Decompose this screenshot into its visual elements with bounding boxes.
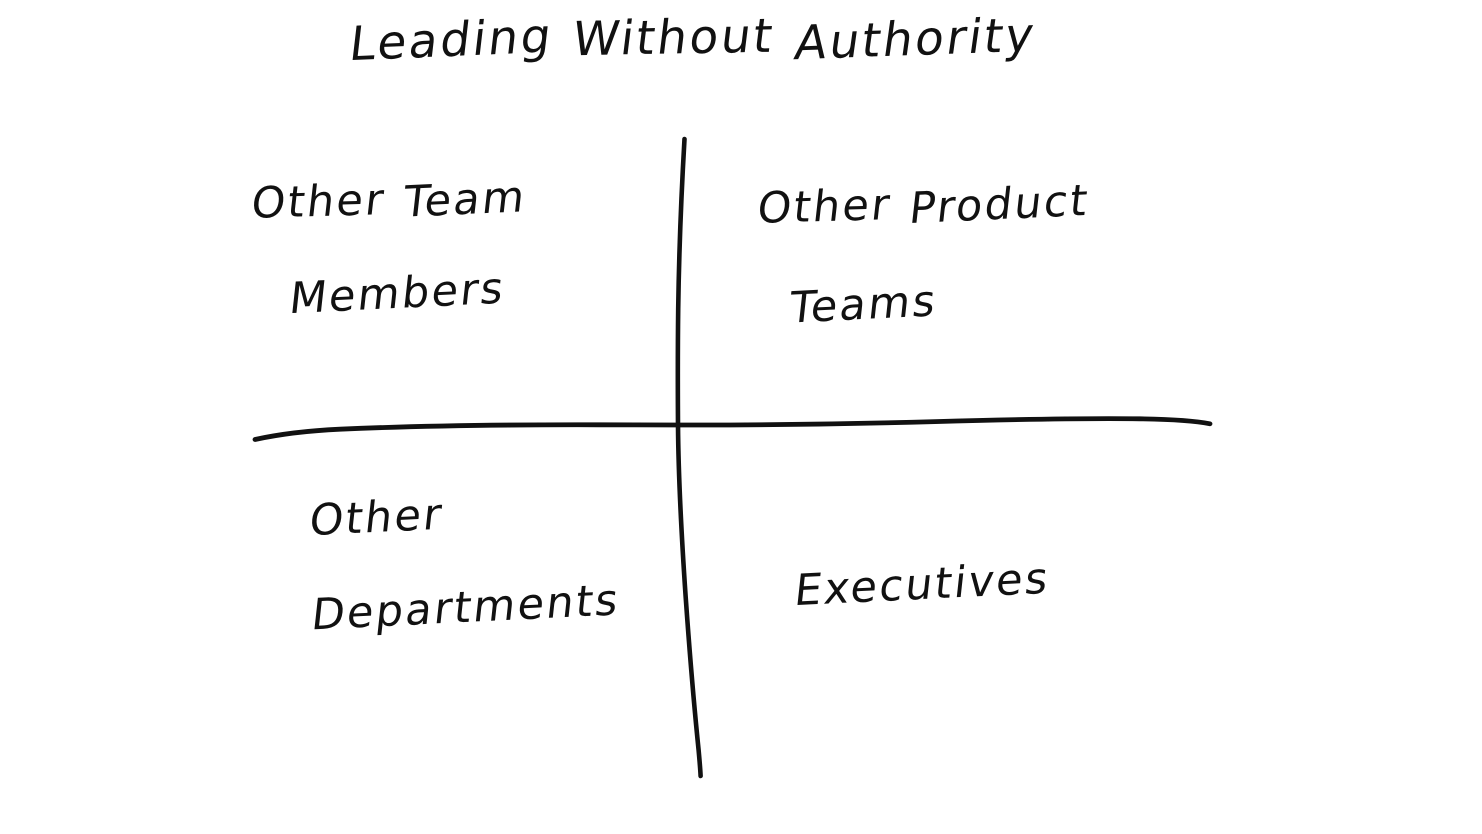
- quadrant-bottom-right-line-1: Executives: [792, 554, 1053, 617]
- title-word-2: Without: [569, 8, 779, 68]
- quadrant-bottom-left-line-2: Departments: [309, 575, 623, 640]
- quadrant-top-right-word-other: Other: [754, 179, 895, 234]
- vertical-divider-stroke: [675, 136, 703, 779]
- quadrant-top-right-word-teams: Teams: [786, 276, 941, 334]
- quadrant-top-left-word-other: Other: [248, 174, 389, 229]
- quadrant-top-left-word-team: Team: [400, 171, 530, 228]
- quadrant-top-left-line-2: Members: [287, 263, 508, 324]
- quadrant-top-left-word-members: Members: [286, 263, 509, 325]
- quadrant-bottom-right-word-executives: Executives: [792, 553, 1053, 617]
- quadrant-top-right-line-2: Teams: [787, 276, 940, 334]
- title-word-1: Leading: [346, 8, 557, 73]
- quadrant-bottom-left-word-departments: Departments: [309, 575, 623, 641]
- quadrant-bottom-left-word-other: Other: [306, 489, 447, 547]
- horizontal-divider-stroke: [252, 416, 1213, 442]
- title-word-3: Authority: [791, 7, 1040, 72]
- quadrant-top-right-word-product: Product: [906, 175, 1093, 235]
- quadrant-bottom-left-line-1: Other: [307, 489, 446, 546]
